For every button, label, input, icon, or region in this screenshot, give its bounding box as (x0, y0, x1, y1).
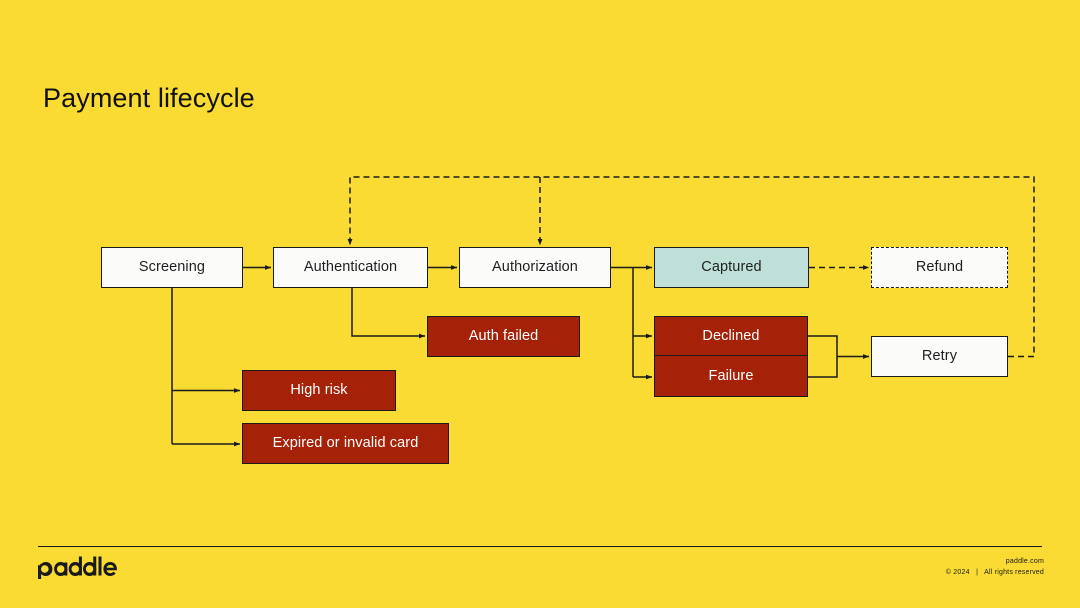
footer-divider (38, 546, 1042, 547)
edge-failures-junction (808, 335, 838, 378)
paddle-wordmark-icon (38, 556, 117, 579)
page-title: Payment lifecycle (43, 83, 255, 113)
footer-site: paddle.com (1005, 558, 1044, 565)
node-failure-label: Failure (708, 367, 754, 384)
node-high-risk-label: High risk (290, 382, 348, 399)
node-retry[interactable]: Retry (871, 336, 1008, 377)
node-failure[interactable]: Failure (654, 356, 808, 397)
node-high-risk[interactable]: High risk (242, 370, 396, 411)
node-declined[interactable]: Declined (654, 316, 808, 356)
node-screening-label: Screening (138, 259, 206, 276)
node-refund-label: Refund (915, 259, 964, 276)
node-retry-label: Retry (921, 348, 958, 365)
footer-copyright: © 2024 | All rights reserved (945, 568, 1044, 576)
node-authorization-label: Authorization (492, 259, 578, 276)
node-declined-label: Declined (702, 327, 760, 344)
node-refund[interactable]: Refund (871, 247, 1008, 288)
node-auth-failed[interactable]: Auth failed (427, 316, 580, 357)
node-screening[interactable]: Screening (101, 247, 243, 288)
node-authentication-label: Authentication (303, 259, 398, 276)
footer-meta: paddle.com © 2024 | All rights reserved (946, 557, 1044, 578)
node-authorization[interactable]: Authorization (459, 247, 611, 288)
node-expired-or-invalid-card[interactable]: Expired or invalid card (242, 423, 449, 464)
node-authentication[interactable]: Authentication (273, 247, 428, 288)
node-captured-label: Captured (701, 259, 762, 276)
node-expired-label: Expired or invalid card (272, 435, 419, 452)
paddle-logo (37, 556, 119, 580)
node-auth-failed-label: Auth failed (468, 328, 539, 345)
edge-authentication-authfailed (351, 288, 426, 339)
node-captured[interactable]: Captured (654, 247, 809, 288)
